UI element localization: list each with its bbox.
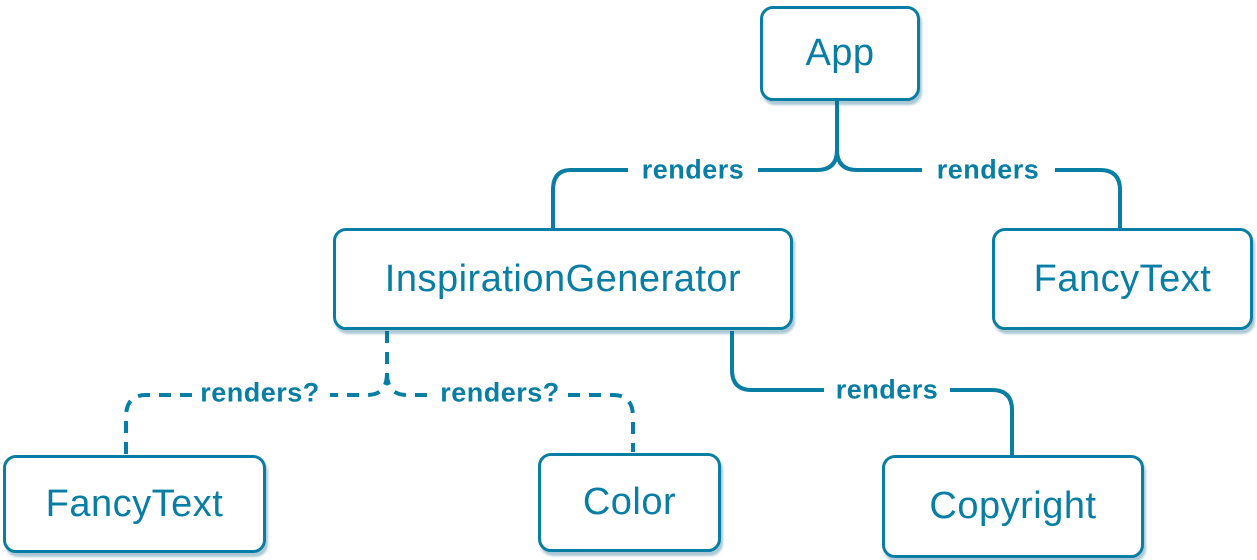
node-inspiration-generator-label: InspirationGenerator: [384, 257, 742, 300]
node-copyright: Copyright: [882, 455, 1144, 558]
edge-label-renders: renders: [936, 154, 1040, 185]
edge-app-to-inspiration-generator: [758, 100, 839, 172]
edge-app-to-fancy-text-tail: [1055, 168, 1122, 229]
edge-label-renders: renders: [835, 374, 939, 405]
edge-inspiration-generator-to-color-tail: [568, 393, 635, 452]
edge-inspiration-generator-to-color: [385, 331, 432, 397]
edge-label-renders-conditional: renders?: [200, 377, 320, 408]
edge-app-to-inspiration-generator-tail: [551, 168, 628, 229]
edge-label-renders: renders: [641, 154, 745, 185]
node-fancy-text-label: FancyText: [1033, 257, 1212, 300]
edge-inspiration-generator-to-fancy-text-tail: [124, 393, 192, 454]
node-inspiration-generator: InspirationGenerator: [333, 228, 793, 330]
node-copyright-label: Copyright: [929, 485, 1097, 527]
edge-inspiration-generator-to-copyright-tail: [950, 388, 1014, 456]
node-app: App: [760, 6, 920, 101]
edge-inspiration-generator-to-fancy-text: [330, 331, 389, 397]
edge-label-renders-conditional: renders?: [440, 377, 560, 408]
node-color: Color: [538, 453, 721, 552]
edge-app-to-fancy-text: [835, 100, 922, 172]
node-fancy-text-conditional: FancyText: [3, 455, 266, 553]
node-fancy-text: FancyText: [992, 228, 1253, 330]
node-fancy-text-conditional-label: FancyText: [45, 482, 224, 525]
node-color-label: Color: [582, 481, 677, 523]
edge-inspiration-generator-to-copyright: [730, 331, 824, 392]
node-app-label: App: [805, 32, 875, 74]
